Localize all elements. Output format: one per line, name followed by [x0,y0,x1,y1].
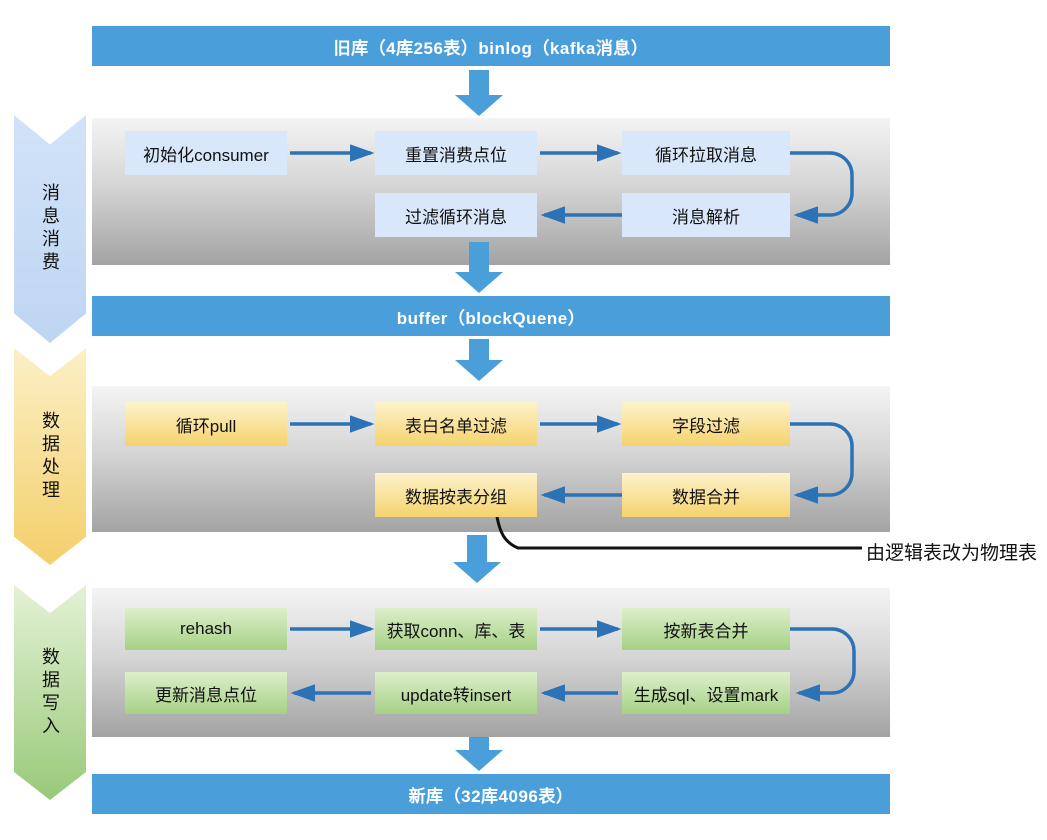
node-rehash: rehash [125,608,287,650]
annotation-logical-to-physical: 由逻辑表改为物理表 [866,543,1038,564]
node-reset-offset: 重置消费点位 [375,131,537,175]
big-down-arrow-source-to-consume [455,70,503,116]
source-db-bar: 旧库（4库256表）binlog（kafka消息） [92,26,890,66]
node-loop-pull: 循环pull [125,402,287,446]
node-field-filter: 字段过滤 [622,402,790,446]
stage-chevron-data-process: 数据处理 [14,348,86,565]
node-update-message-offset: 更新消息点位 [125,672,287,714]
stage-label-data-process: 数据处理 [40,410,60,503]
node-group-by-table: 数据按表分组 [375,473,537,517]
node-filter-loop-message: 过滤循环消息 [375,193,537,237]
stage-chevron-message-consume: 消息消费 [14,115,86,343]
node-loop-pull-message: 循环拉取消息 [622,131,790,175]
node-message-parse: 消息解析 [622,193,790,237]
node-update-to-insert: update转insert [375,672,537,714]
target-db-bar: 新库（32库4096表） [92,774,890,814]
buffer-bar: buffer（blockQuene） [92,296,890,336]
source-db-label: 旧库（4库256表）binlog（kafka消息） [333,38,649,58]
stage-label-message-consume: 消息消费 [40,183,60,275]
buffer-label: buffer（blockQuene） [396,308,586,328]
node-data-merge: 数据合并 [622,473,790,517]
big-down-arrow-buffer-to-process [455,339,503,381]
big-down-arrow-process-to-write [453,535,501,583]
node-init-consumer: 初始化consumer [125,131,287,175]
node-gen-sql-set-mark: 生成sql、设置mark [622,672,790,714]
node-get-conn-db-table: 获取conn、库、表 [375,608,537,650]
big-down-arrow-write-to-target [455,737,503,771]
stage-chevron-data-write: 数据写入 [14,585,86,800]
node-merge-by-new-table: 按新表合并 [622,608,790,650]
stage-label-data-write: 数据写入 [40,646,60,739]
node-table-whitelist-filter: 表白名单过滤 [375,402,537,446]
target-db-label: 新库（32库4096表） [408,786,574,806]
